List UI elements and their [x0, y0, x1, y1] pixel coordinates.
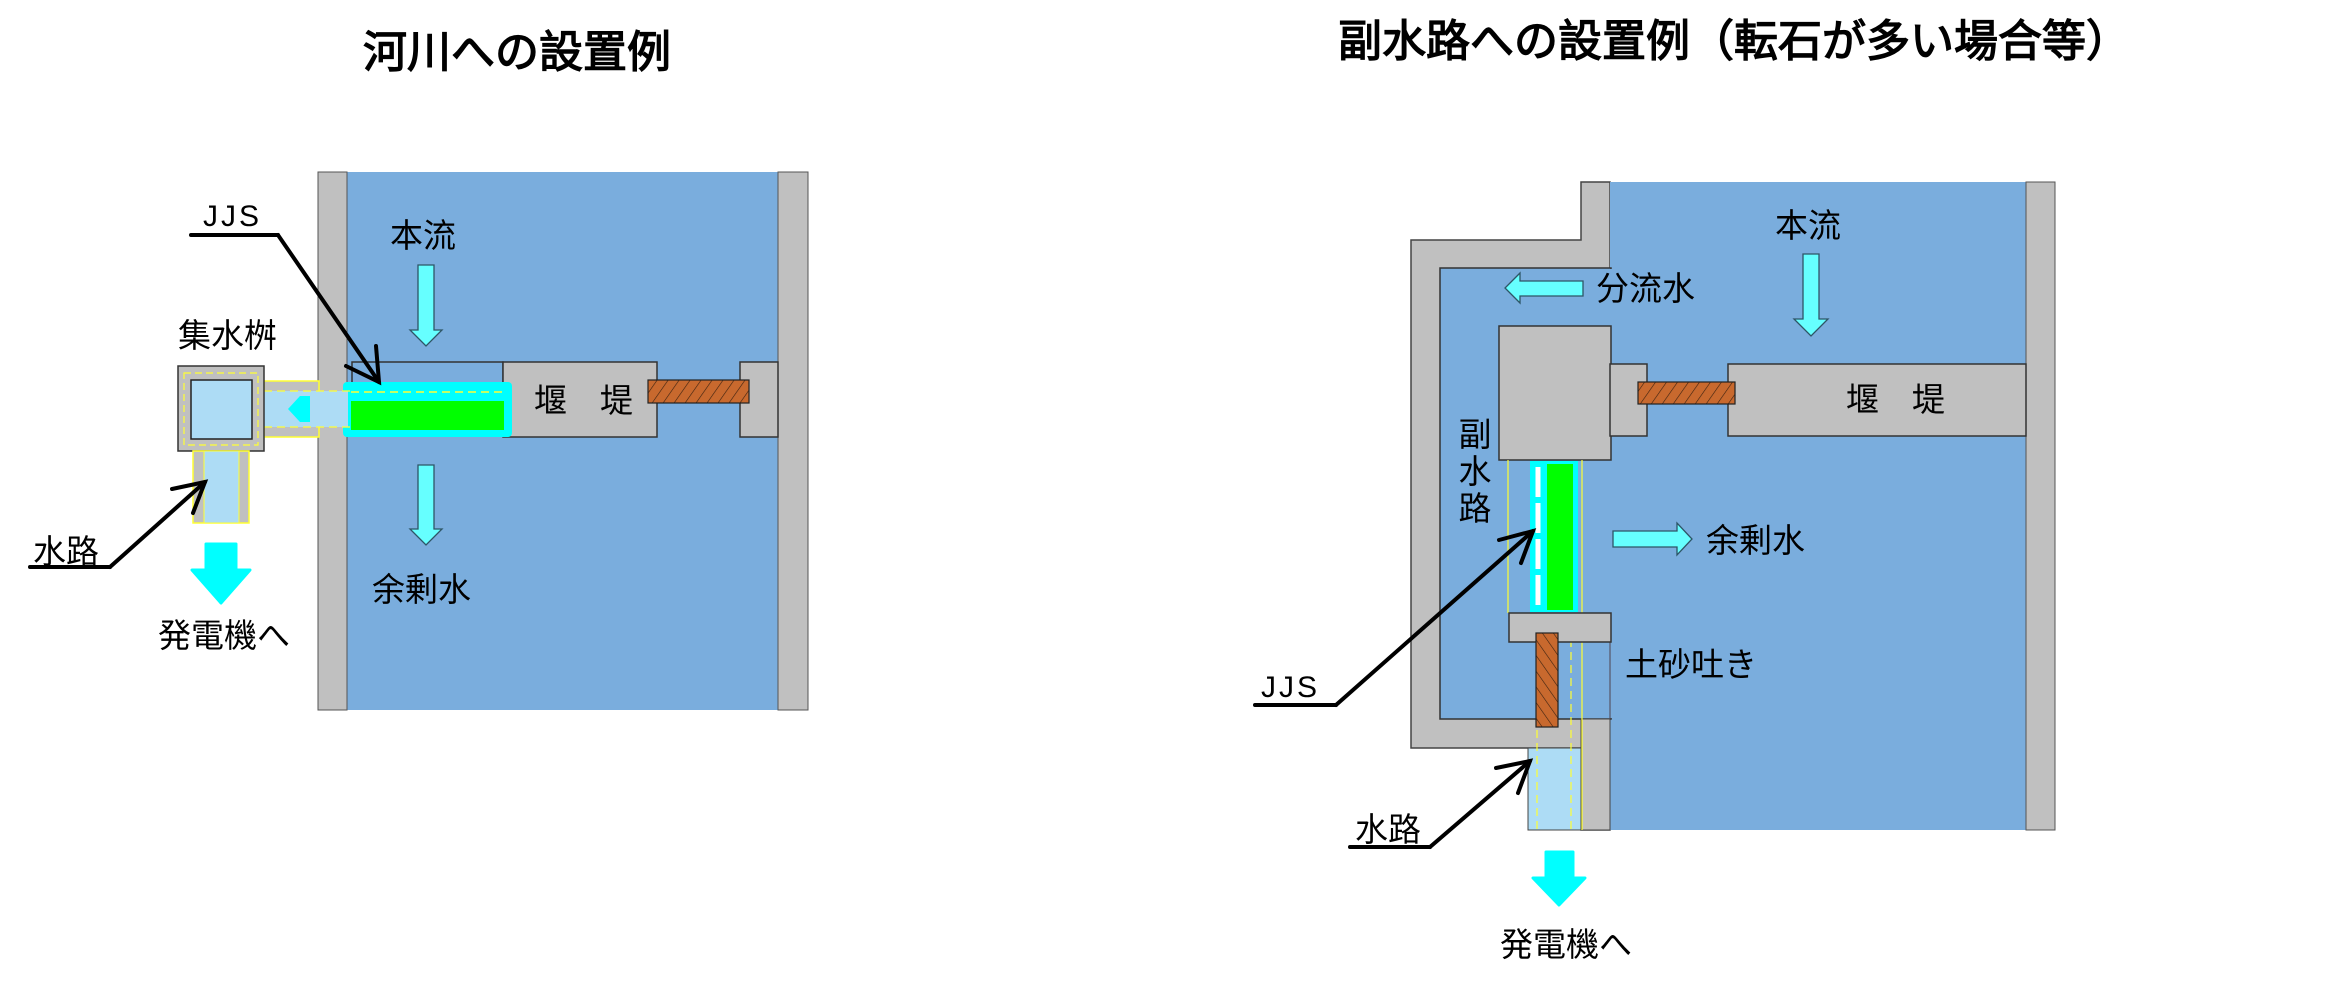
collection-box-water	[190, 379, 253, 440]
right-generator-arrow-icon	[1531, 850, 1587, 907]
right-jjs-label: JJS	[1261, 671, 1321, 704]
collection-box-guide	[183, 372, 259, 446]
left-generator-arrow-icon	[190, 542, 252, 605]
right-waterway-label: 水路	[1355, 810, 1421, 849]
left-to-generator-label: 発電機へ	[158, 616, 290, 655]
right-to-generator-label: 発電機へ	[1500, 925, 1632, 964]
right-surplus-label: 余剰水	[1706, 521, 1805, 560]
left-weir	[502, 361, 658, 438]
left-waterway-label: 水路	[33, 532, 99, 571]
left-bank-wall	[317, 171, 348, 711]
right-waterway-wall	[1580, 718, 1611, 831]
left-weir-label: 堰 堤	[534, 381, 633, 420]
side-channel-head-block	[1498, 325, 1612, 461]
sediment-gate-block	[1508, 612, 1612, 643]
left-waterway-water	[203, 450, 240, 524]
side-channel-char: 路	[1458, 489, 1492, 528]
side-channel-char: 副	[1458, 415, 1492, 454]
sediment-gate-label: 土砂吐き	[1625, 645, 1757, 684]
right-weir	[1727, 363, 2027, 437]
right-sluice-gate	[1637, 381, 1736, 405]
left-jjs-label: JJS	[203, 200, 263, 233]
sediment-gate	[1535, 632, 1559, 728]
right-diagram-title: 副水路への設置例（転石が多い場合等）	[1338, 16, 2130, 67]
right-bank-wall	[2025, 181, 2056, 831]
left-river	[317, 171, 809, 711]
right-waterway	[1527, 747, 1582, 831]
right-waterway-leader	[1348, 758, 1534, 849]
side-channel-label: 副 水 路	[1457, 416, 1493, 527]
right-main-flow-label: 本流	[1775, 206, 1841, 245]
side-channel-char: 水	[1458, 452, 1492, 491]
left-main-flow-arrow-icon	[408, 264, 444, 347]
right-jjs-leader	[1253, 528, 1537, 707]
left-surplus-arrow-icon	[408, 464, 444, 546]
left-surplus-label: 余剰水	[372, 570, 471, 609]
right-surplus-arrow-icon	[1612, 521, 1693, 557]
left-jjs-leader	[189, 233, 382, 386]
right-bank-wall	[777, 171, 809, 711]
diverted-flow-label: 分流水	[1596, 269, 1695, 308]
right-jjs-screen	[1547, 464, 1573, 610]
right-weir-label: 堰 堤	[1846, 380, 1945, 419]
left-diagram-title: 河川への設置例	[363, 27, 671, 78]
left-jjs-screen	[351, 401, 504, 430]
left-inflow-arrow-icon	[288, 396, 310, 422]
left-river-water	[347, 172, 778, 710]
left-sluice-gate	[647, 379, 750, 404]
diverted-flow-arrow-icon	[1504, 271, 1584, 305]
left-main-flow-label: 本流	[390, 216, 456, 255]
right-main-flow-arrow-icon	[1792, 253, 1830, 337]
collection-box-label: 集水桝	[178, 316, 277, 355]
left-waterway-leader	[28, 479, 209, 569]
